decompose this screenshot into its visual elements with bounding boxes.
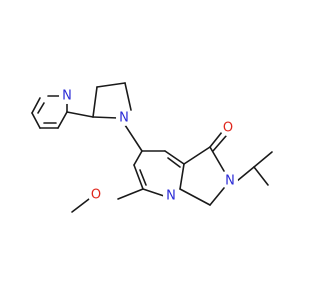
isopropyl-bond: [253, 166, 269, 186]
pyridine-nitrogen: N: [59, 88, 75, 104]
pyrrolidine-bond: [92, 86, 98, 118]
pyridine-inner-double-bond: [37, 102, 45, 114]
ring-inner-double-bond: [139, 169, 147, 186]
pyrrolidine-nitrogen-label: N: [119, 111, 129, 126]
lactam-nitrogen-label: N: [225, 174, 235, 189]
structure-canvas: N N O N N O: [31, 82, 273, 213]
ring-bond: [142, 188, 165, 197]
ring-bond: [133, 150, 143, 166]
ring-bond: [164, 150, 185, 165]
methoxy-oxygen-label: O: [91, 188, 101, 203]
isopropyl-bond: [253, 151, 273, 168]
pyridine-nitrogen-label: N: [62, 89, 72, 104]
bonds-layer: [31, 82, 273, 213]
molecule-structure: N N O N N O: [31, 82, 273, 213]
methyl-bond: [71, 198, 90, 213]
pyridine-bond: [31, 97, 41, 114]
ring-bond: [133, 164, 144, 190]
carbonyl-double-bond: [212, 135, 227, 152]
lactam-bond: [179, 188, 211, 206]
methoxy-bond: [117, 188, 144, 200]
pyrrolidine-bond: [124, 82, 132, 111]
aryl-pyrrolidine-bond: [66, 111, 94, 118]
isopropyl-bond: [236, 166, 255, 182]
pyrrolidine-bond: [96, 82, 126, 88]
methylene-bond: [124, 124, 143, 152]
ring-bond: [179, 163, 185, 190]
ring-inner-double-bond: [167, 157, 181, 168]
pyridine-bond: [57, 111, 68, 129]
pyridine-ring-nitrogen: N: [163, 188, 179, 204]
atoms-layer: N N O N N O: [59, 88, 238, 204]
carbonyl-bond: [209, 131, 223, 148]
carbonyl-oxygen: O: [220, 120, 236, 136]
methoxy-oxygen: O: [88, 187, 104, 203]
lactam-bond: [209, 146, 225, 172]
lactam-nitrogen: N: [222, 173, 238, 189]
lactam-bond: [183, 146, 211, 165]
pyrrolidine-nitrogen: N: [116, 110, 132, 126]
pyridine-bond: [31, 112, 41, 129]
carbonyl-oxygen-label: O: [223, 121, 233, 136]
pyridine-ring-nitrogen-label: N: [166, 189, 176, 204]
pyrrolidine-bond: [92, 116, 119, 119]
lactam-bond: [209, 187, 225, 206]
